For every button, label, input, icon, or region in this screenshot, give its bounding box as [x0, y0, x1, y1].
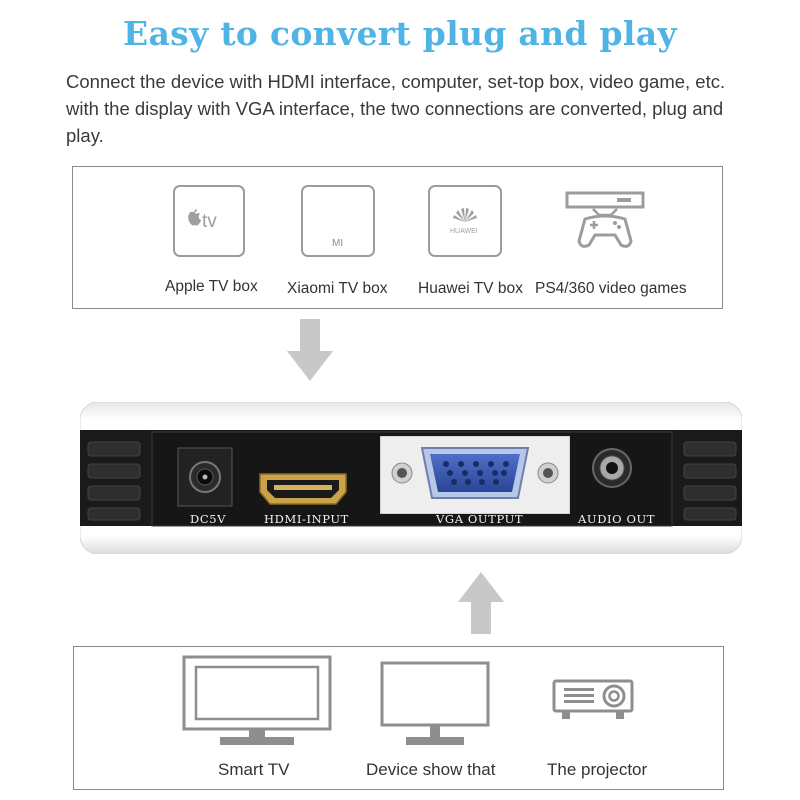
port-label-dc5v: DC5V [190, 512, 227, 526]
source-label-xiaomi: Xiaomi TV box [287, 280, 388, 297]
monitor-icon [380, 661, 490, 747]
source-label-apple-tv: Apple TV box [165, 278, 258, 295]
source-devices-panel: tv Apple TV box MI Xiaomi TV box HUAWEI … [72, 166, 723, 309]
dc-power-port-icon [176, 446, 234, 508]
huawei-logo-text: HUAWEI [450, 228, 478, 235]
projector-icon [552, 677, 636, 723]
port-label-audio-out: AUDIO OUT [578, 512, 656, 526]
source-label-huawei: Huawei TV box [418, 280, 523, 297]
display-devices-panel: Smart TV Device show that The projector [73, 646, 724, 790]
source-label-game-console: PS4/360 video games [535, 280, 687, 297]
arrow-down-icon [287, 319, 333, 386]
game-console-icon [563, 189, 649, 257]
xiaomi-logo-text: MI [332, 238, 343, 249]
smart-tv-icon [182, 655, 332, 749]
port-label-hdmi-input: HDMI-INPUT [264, 512, 349, 526]
xiaomi-box-icon: MI [301, 185, 375, 257]
page-title: Easy to convert plug and play [123, 14, 677, 53]
arrow-up-icon [458, 572, 504, 639]
display-label-monitor: Device show that [366, 760, 496, 779]
display-label-smart-tv: Smart TV [218, 760, 290, 779]
hdmi-to-vga-converter: DC5V HDMI-INPUT VGA OUTPUT [79, 401, 743, 555]
hdmi-port-icon [256, 470, 350, 508]
page-description: Connect the device with HDMI interface, … [66, 71, 726, 146]
huawei-box-icon: HUAWEI [428, 185, 502, 257]
display-label-projector: The projector [547, 760, 648, 779]
audio-jack-icon [590, 446, 634, 490]
port-label-vga-output: VGA OUTPUT [436, 512, 524, 526]
apple-tv-icon: tv [173, 185, 245, 257]
apple-tv-logo-text: tv [202, 211, 217, 232]
vga-port-icon [379, 435, 571, 515]
